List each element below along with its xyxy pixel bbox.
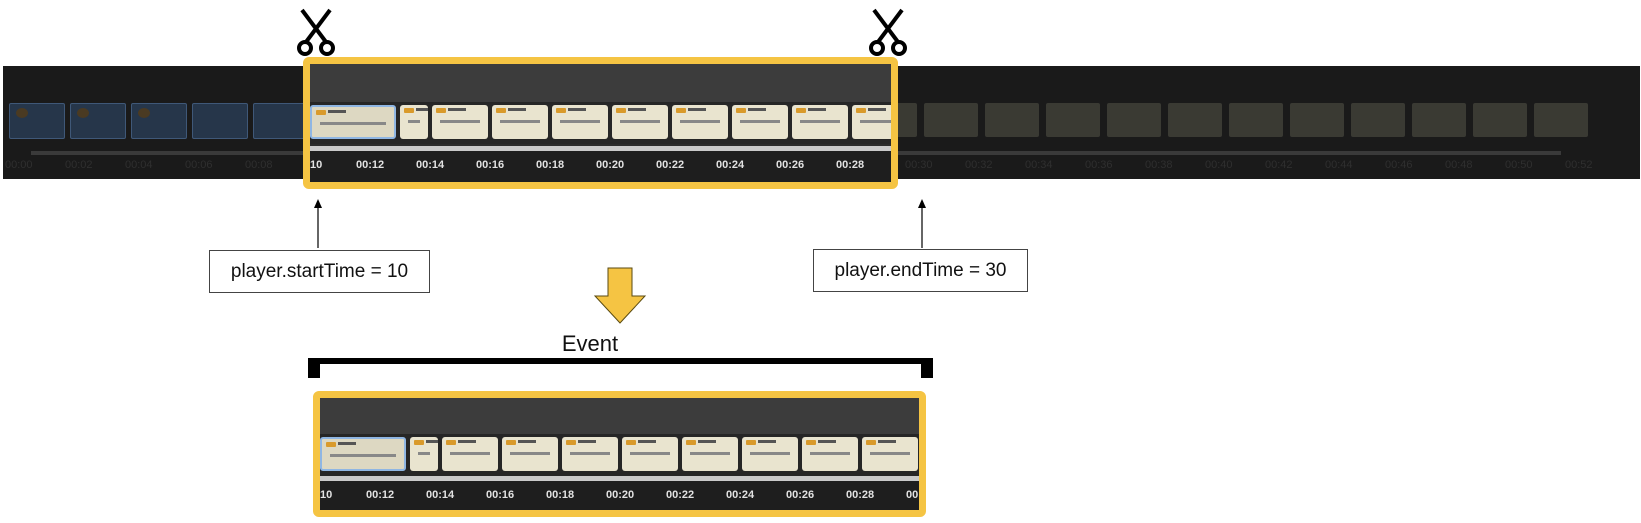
event-clip-header [320,398,919,434]
timeline-thumbnail [1290,103,1344,137]
clip-tick: 00:18 [546,489,575,501]
scissors-icon [297,8,335,56]
full-timeline-tick: 00:08 [245,159,273,171]
clip-thumbnail [862,437,918,471]
clip-thumbnail [310,105,396,139]
timeline-thumbnail [1473,103,1527,137]
clip-tick: 00:16 [476,159,505,171]
clip-tick: 00 [906,489,919,501]
full-timeline-tick: 00:46 [1385,159,1413,171]
clip-tick: 00:18 [536,159,565,171]
clip-thumbnail [732,105,788,139]
timeline-thumbnail [1534,103,1588,137]
clip-tick: 00:24 [726,489,755,501]
full-timeline-tick: 00:04 [125,159,153,171]
full-timeline-tick: 00:02 [65,159,93,171]
full-timeline-tick: 00:36 [1085,159,1113,171]
full-timeline-tick: 00:06 [185,159,213,171]
timeline-thumbnail [924,103,978,137]
event-clip-ticks: 10 00:12 00:14 00:16 00:18 00:20 00:22 00:24 00:… [320,481,919,510]
clip-thumbnail [502,437,558,471]
clip-tick: 00:22 [666,489,695,501]
full-timeline-tick: 00:32 [965,159,993,171]
clip-thumbnail [612,105,668,139]
clip-tick: 00:28 [846,489,875,501]
clip-thumbnail [622,437,678,471]
clip-tick: 00:22 [656,159,685,171]
selected-clip: 10 00:12 00:14 00:16 00:18 00:20 00:22 00:24 00:… [303,57,898,189]
timeline-thumbnail [192,103,248,139]
full-timeline-tick: 00:34 [1025,159,1053,171]
scissors-icon [869,8,907,56]
arrow-up-icon [314,199,322,208]
timeline-thumbnail [1046,103,1100,137]
full-timeline-tick: 00:00 [5,159,33,171]
clip-track [310,146,891,151]
clip-thumbnail [682,437,738,471]
timeline-thumbnail [1168,103,1222,137]
clip-thumbnail [492,105,548,139]
clip-thumbnail [442,437,498,471]
timeline-thumbnail [1229,103,1283,137]
clip-thumbnail [802,437,858,471]
full-timeline-tick: 00:50 [1505,159,1533,171]
clip-tick: 00:28 [836,159,865,171]
clip-thumbnail [552,105,608,139]
clip-tick: 00:20 [606,489,635,501]
clip-thumbnail [410,437,438,471]
start-time-text: player.startTime = 10 [230,260,409,282]
clip-thumbnail [742,437,798,471]
full-timeline-tick: 00:38 [1145,159,1173,171]
clip-tick: 00:16 [486,489,515,501]
start-time-callout: player.startTime = 10 [209,250,430,293]
clip-tick: 00:12 [366,489,395,501]
event-clip: 10 00:12 00:14 00:16 00:18 00:20 00:22 00:24 00:… [313,391,926,517]
event-label: Event [561,331,619,356]
clip-tick: 00:14 [416,159,445,171]
full-timeline-tick: 00:42 [1265,159,1293,171]
event-clip-thumbnails [320,434,919,476]
clip-tick: 00:24 [716,159,745,171]
clip-thumbnail [432,105,488,139]
clip-thumbnail [922,437,926,471]
timeline-thumbnail [1351,103,1405,137]
clip-tick: 10 [320,489,333,501]
clip-tick: 00:12 [356,159,385,171]
timeline-thumbnail [1412,103,1466,137]
clip-thumbnail [792,105,848,139]
clip-header [310,64,891,102]
clip-tick: 00:20 [596,159,625,171]
clip-tick: 00:14 [426,489,455,501]
clip-thumbnail [320,437,406,471]
clip-thumbnail [562,437,618,471]
clip-tick: 10 [310,159,323,171]
end-time-text: player.endTime = 30 [834,259,1007,281]
full-timeline-tick: 00:30 [905,159,933,171]
timeline-thumbnail [131,103,187,139]
timeline-thumbnail [9,103,65,139]
full-timeline-tick: 00:48 [1445,159,1473,171]
full-timeline-tick: 00:40 [1205,159,1233,171]
clip-thumbnails [310,102,891,144]
arrow-down-icon [593,267,647,324]
clip-tick: 00:26 [776,159,805,171]
bracket-icon [308,358,933,364]
clip-thumbnail [672,105,728,139]
arrow-up-icon [918,199,926,208]
timeline-thumbnail [1107,103,1161,137]
event-clip-track [320,476,919,481]
clip-thumbnail [400,105,428,139]
full-timeline-tick: 00:44 [1325,159,1353,171]
clip-tick: 00:26 [786,489,815,501]
timeline-thumbnail [985,103,1039,137]
clip-thumbnail [852,105,891,139]
clip-ticks: 10 00:12 00:14 00:16 00:18 00:20 00:22 00:24 00:… [310,151,891,182]
full-timeline-tick: 00:52 [1565,159,1593,171]
end-time-callout: player.endTime = 30 [813,249,1028,292]
timeline-thumbnail [70,103,126,139]
